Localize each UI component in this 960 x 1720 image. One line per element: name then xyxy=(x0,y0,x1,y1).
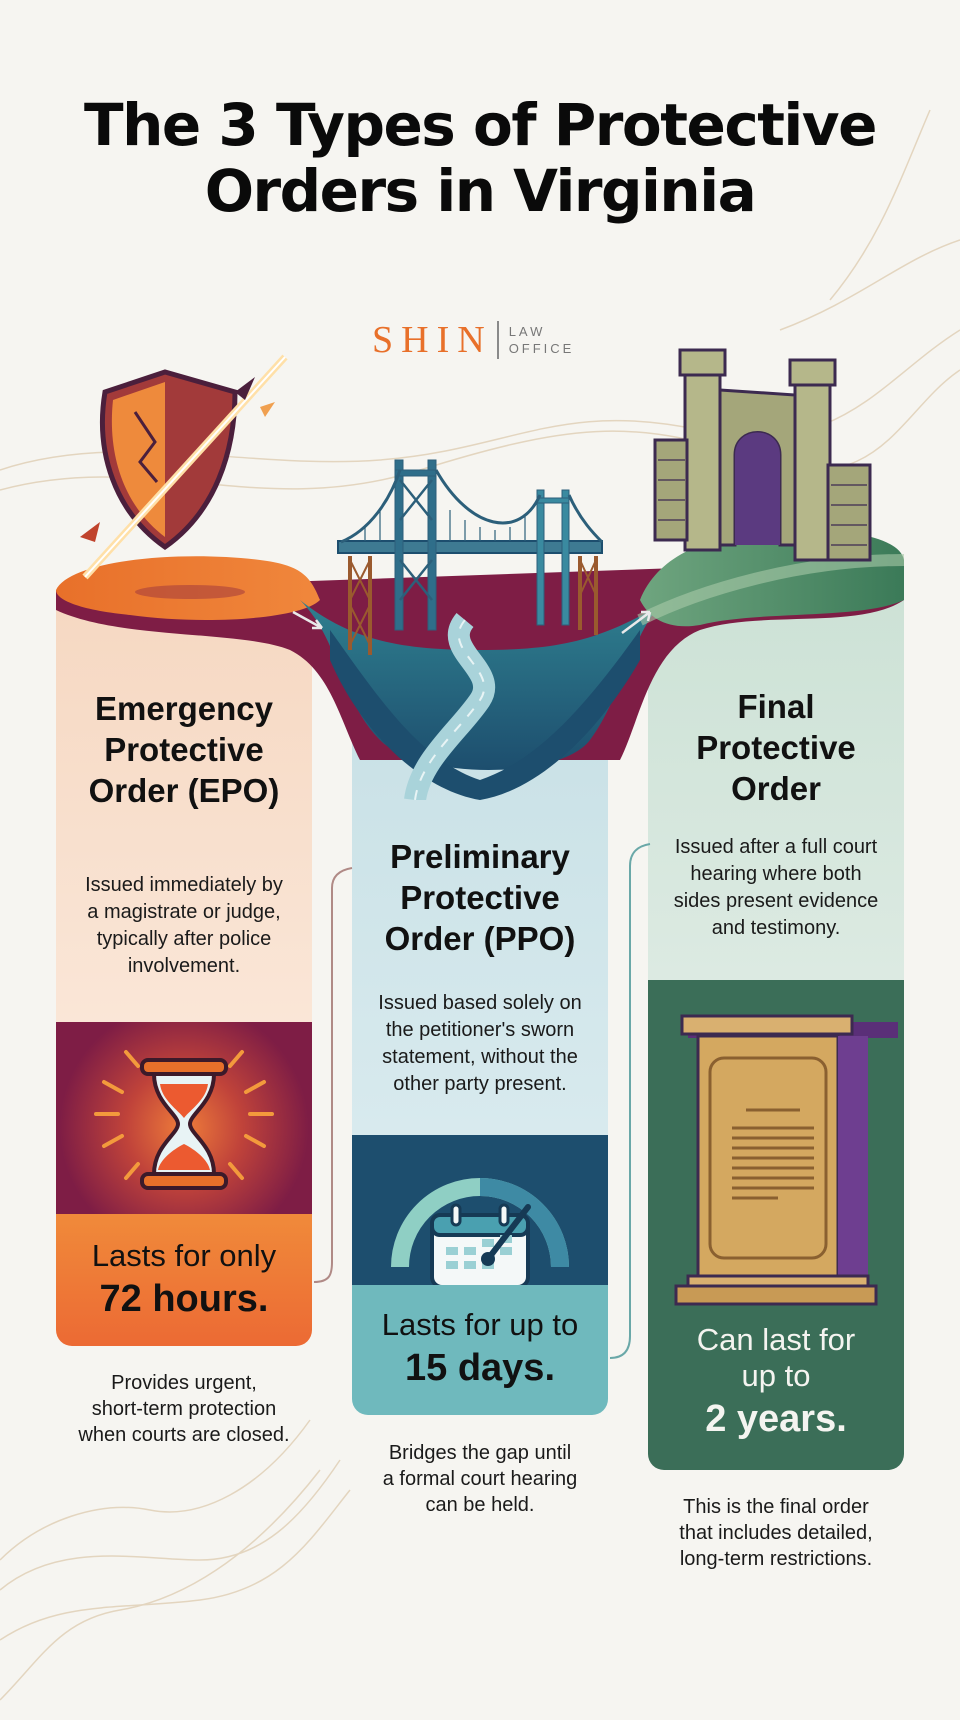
final-description: Issued after a full court hearing where … xyxy=(648,834,904,942)
ppo-duration-panel: Lasts for up to 15 days. xyxy=(352,1285,608,1415)
pedestal-plaque-icon xyxy=(674,1014,898,1306)
epo-duration-panel: Lasts for only 72 hours. xyxy=(56,1214,312,1346)
epo-icon-panel xyxy=(56,1022,312,1214)
epo-heading-line: Order (EPO) xyxy=(88,772,280,809)
ppo-duration-prefix: Lasts for up to xyxy=(381,1307,579,1342)
final-description-line: and testimony. xyxy=(711,917,841,939)
ppo-final-connector-line xyxy=(609,843,651,1359)
ppo-footnote-line: can be held. xyxy=(425,1494,535,1516)
logo-divider xyxy=(496,321,499,359)
final-heading-line: Order xyxy=(731,770,821,807)
epo-duration-prefix: Lasts for only xyxy=(91,1238,277,1273)
ppo-description: Issued based solely on the petitioner's … xyxy=(352,990,608,1098)
final-footnote-line: long-term restrictions. xyxy=(679,1548,873,1570)
final-duration-prefix-1: Can last for xyxy=(696,1322,856,1357)
shin-law-office-logo: SHIN LAW OFFICE xyxy=(372,318,574,362)
logo-sub-line-1: LAW xyxy=(508,324,546,339)
castle-gate-icon xyxy=(653,348,872,562)
epo-column-top xyxy=(56,600,312,1022)
final-heading-line: Final xyxy=(737,688,815,725)
epo-description-line: involvement. xyxy=(127,955,241,977)
ppo-description-line: the petitioner's sworn xyxy=(385,1019,575,1041)
ppo-description-line: statement, without the xyxy=(382,1046,578,1068)
epo-duration-value: 72 hours. xyxy=(99,1278,269,1320)
ppo-description-line: Issued based solely on xyxy=(378,992,582,1014)
ppo-description-line: other party present. xyxy=(393,1073,567,1095)
ppo-icon-panel xyxy=(352,1135,608,1285)
logo-subtitle: LAW OFFICE xyxy=(509,323,575,357)
landscape-illustration xyxy=(56,348,905,800)
final-duration-value: 2 years. xyxy=(705,1398,847,1440)
final-footnote-line: This is the final order xyxy=(683,1496,869,1518)
final-footnote: This is the final order that includes de… xyxy=(638,1494,914,1572)
epo-description-line: typically after police xyxy=(96,928,272,950)
final-footnote-line: that includes detailed, xyxy=(679,1522,873,1544)
epo-heading-line: Emergency xyxy=(95,690,273,727)
epo-description: Issued immediately by a magistrate or ju… xyxy=(56,872,312,980)
final-description-line: sides present evidence xyxy=(673,890,879,912)
final-panel: Can last for up to 2 years. xyxy=(648,980,904,1470)
ppo-footnote: Bridges the gap until a formal court hea… xyxy=(342,1440,618,1518)
final-heading-line: Protective xyxy=(696,729,856,766)
epo-footnote-line: when courts are closed. xyxy=(78,1424,290,1446)
final-heading: Final Protective Order xyxy=(648,686,904,809)
final-description-line: Issued after a full court xyxy=(674,836,878,858)
epo-description-line: a magistrate or judge, xyxy=(87,901,281,923)
epo-heading: Emergency Protective Order (EPO) xyxy=(56,688,312,811)
calendar-gauge-icon xyxy=(391,1178,569,1285)
title-line-1: The 3 Types of Protective xyxy=(84,91,877,159)
ppo-heading-line: Protective xyxy=(400,879,560,916)
ppo-heading-line: Preliminary xyxy=(390,838,570,875)
final-duration-prefix-2: up to xyxy=(741,1358,811,1393)
title-line-2: Orders in Virginia xyxy=(204,157,757,225)
logo-sub-line-2: OFFICE xyxy=(508,341,575,356)
epo-footnote: Provides urgent, short-term protection w… xyxy=(46,1370,322,1448)
ppo-duration-value: 15 days. xyxy=(405,1347,555,1389)
ppo-footnote-line: a formal court hearing xyxy=(382,1468,578,1490)
flow-arrow-icon xyxy=(292,610,652,634)
final-column-top xyxy=(648,600,904,980)
epo-footnote-line: short-term protection xyxy=(91,1398,277,1420)
broken-shield-icon xyxy=(80,354,288,580)
page-title: The 3 Types of Protective Orders in Virg… xyxy=(0,92,960,224)
epo-ppo-connector-line xyxy=(313,867,353,1283)
ppo-heading-line: Order (PPO) xyxy=(384,920,576,957)
ppo-heading: Preliminary Protective Order (PPO) xyxy=(352,836,608,959)
final-description-line: hearing where both xyxy=(690,863,862,885)
epo-heading-line: Protective xyxy=(104,731,264,768)
epo-footnote-line: Provides urgent, xyxy=(111,1372,257,1394)
epo-description-line: Issued immediately by xyxy=(85,874,283,896)
hourglass-icon xyxy=(94,1050,274,1190)
logo-name: SHIN xyxy=(372,319,493,361)
ppo-footnote-line: Bridges the gap until xyxy=(388,1442,572,1464)
bridge-icon xyxy=(337,459,604,655)
